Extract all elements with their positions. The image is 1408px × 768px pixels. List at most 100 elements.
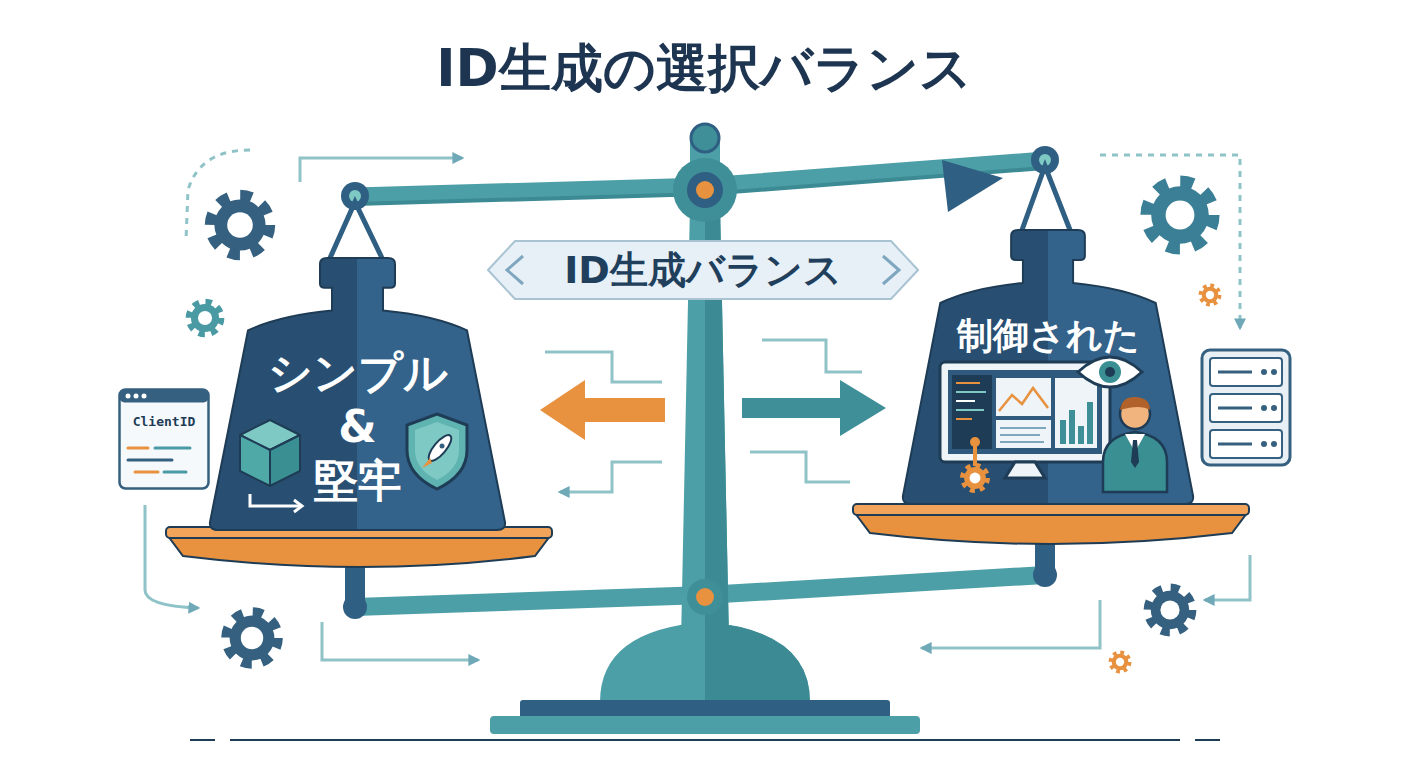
arrow-icon (250, 494, 300, 506)
weight-block: 制御された (898, 228, 1198, 506)
balance-arrow (540, 380, 665, 440)
server-icon (1210, 430, 1282, 458)
diagram-title: ID生成の選択バランス (0, 28, 1408, 108)
scale-frame (343, 595, 367, 619)
scale-frame (330, 202, 382, 258)
code-lines (128, 447, 148, 450)
code-lines (164, 471, 186, 474)
cube-icon (240, 420, 300, 450)
server-icon (1202, 350, 1290, 465)
window-dot (134, 394, 139, 399)
person-icon (1120, 399, 1150, 429)
shield-icon (415, 422, 459, 480)
monitor-icon (1087, 402, 1093, 444)
gear-icon (970, 437, 980, 447)
window-dot (126, 394, 131, 399)
cube-icon (240, 435, 270, 486)
code-lines (128, 448, 190, 472)
ground-line (190, 739, 1220, 741)
shield-icon (425, 432, 455, 464)
server-icon (1261, 369, 1267, 375)
flow-arrow (1205, 555, 1250, 600)
scale-frame (600, 622, 810, 702)
flow-arrow (560, 462, 662, 492)
node-label: ID生成バランス (487, 238, 919, 302)
gear-icon (973, 442, 977, 466)
node-outline (118, 388, 210, 490)
weight-shape (903, 230, 1193, 504)
gear-icon (1110, 652, 1129, 671)
flow-arrow (300, 158, 462, 182)
monitor-icon (996, 378, 1051, 416)
scale-pan (855, 513, 1247, 544)
server-icon (1261, 369, 1277, 447)
monitor-icon (956, 391, 986, 393)
gear-icon (189, 302, 222, 335)
shield-icon (407, 414, 467, 489)
server-icon (1218, 407, 1252, 410)
server-icon (1271, 405, 1277, 411)
eye-icon (1099, 361, 1121, 383)
monitor-icon (952, 375, 992, 449)
person-icon (1131, 440, 1139, 468)
flow-arrow (922, 600, 1100, 648)
monitor-icon (956, 418, 972, 420)
monitor-icon (1000, 441, 1044, 443)
server-icon (1271, 369, 1277, 375)
window-frame (120, 390, 209, 489)
ground-line (1195, 739, 1220, 741)
arrow-icon (250, 494, 302, 512)
window-dot (142, 394, 147, 399)
node-label: シンプル & 堅牢 (205, 346, 510, 508)
flow-arrow (545, 352, 662, 382)
server-icon (1261, 441, 1267, 447)
flow-arrow (750, 452, 850, 482)
scale-frame (696, 181, 714, 199)
code-lines (155, 447, 190, 450)
scale-frame (1033, 563, 1057, 587)
server-icon (1271, 441, 1277, 447)
ground-line (230, 739, 1180, 741)
scale-frame (696, 588, 714, 606)
weight-block: シンプル & 堅牢 (205, 256, 510, 532)
monitor-icon (1078, 426, 1084, 444)
server-icon (1218, 371, 1252, 374)
flow-arrow (322, 622, 478, 660)
arrow-icon (294, 500, 302, 512)
scale-frame (687, 172, 723, 208)
server-icon (1210, 358, 1282, 386)
monitor-icon (948, 370, 1102, 454)
flow-arrow (762, 340, 862, 372)
eye-icon (1078, 357, 1142, 387)
person-icon (1103, 432, 1167, 492)
scale-frame (691, 124, 719, 152)
server-icon (1218, 443, 1252, 446)
node-label: 制御された (898, 312, 1198, 360)
monitor-icon (1000, 427, 1046, 429)
server-icon (1218, 372, 1252, 444)
scale-pan (853, 504, 1249, 515)
monitor-icon (956, 409, 984, 411)
monitor-icon (1060, 402, 1093, 444)
scale-frame (705, 622, 810, 702)
server-icon (1202, 350, 1290, 465)
gear-icon (1148, 588, 1192, 632)
scale-frame (1022, 166, 1070, 230)
monitor-icon (999, 388, 1048, 411)
scale-frame (687, 579, 723, 615)
person-icon (1103, 397, 1167, 492)
monitor-icon (1000, 434, 1040, 436)
scale-frame (673, 158, 737, 222)
gear-icon (962, 437, 987, 491)
monitor-icon (956, 383, 986, 419)
gear-icon (226, 612, 278, 664)
gear-icon (210, 195, 269, 254)
scale-frame (520, 700, 890, 718)
gear-icon (1147, 182, 1214, 249)
center-banner: ID生成バランス (487, 238, 919, 302)
cube-icon (270, 435, 300, 486)
